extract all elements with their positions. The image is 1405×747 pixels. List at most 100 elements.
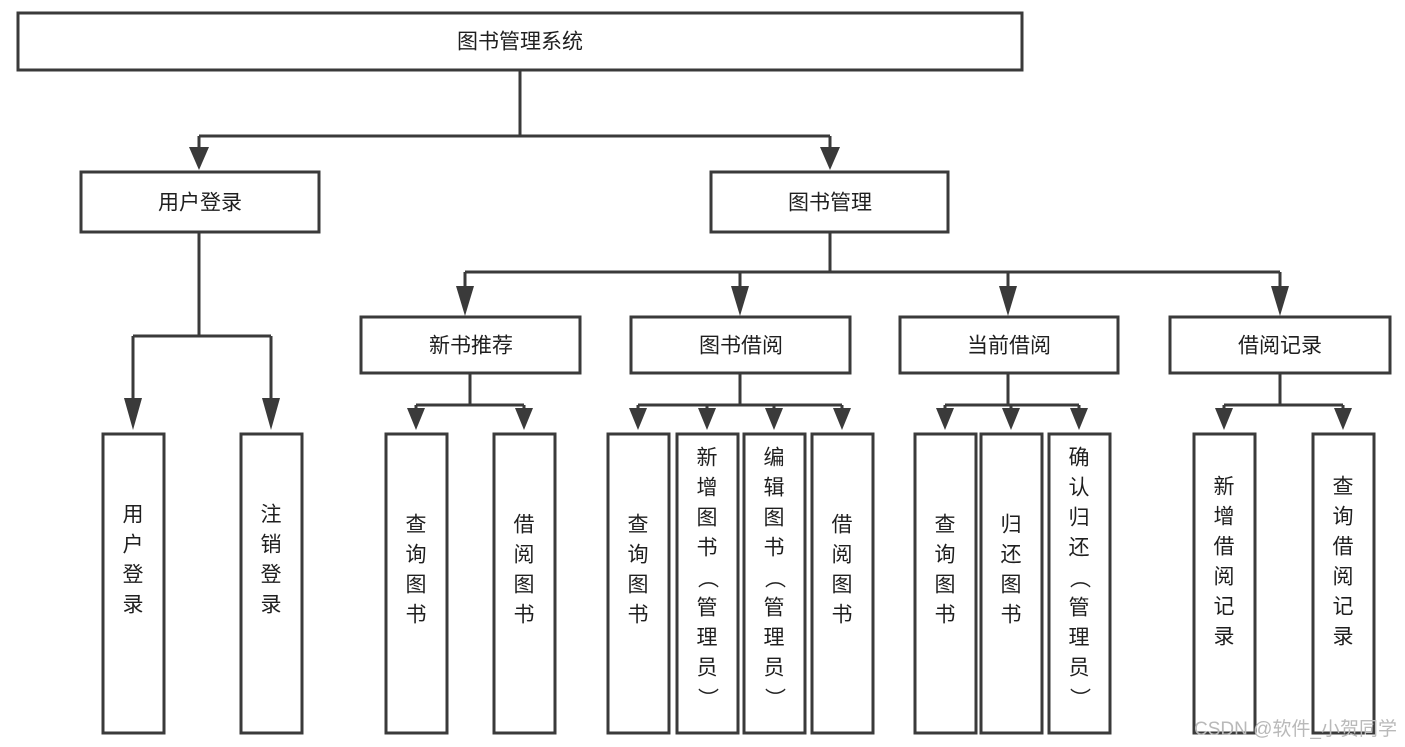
vertical-label-char: 图 [935,574,956,597]
arrow-to-leaf-return-book [1002,408,1020,430]
vertical-label-char: 询 [406,544,427,567]
vertical-label-char: 理 [1069,627,1090,650]
vertical-label-char: ） [763,688,786,709]
vertical-label-char: 管 [697,597,718,620]
vertical-label-char: 录 [1214,626,1235,649]
node-borrow-record-box[interactable] [1168,315,1392,375]
node-borrow-record-label: 借阅记录 [1238,335,1322,358]
arrow-to-leaf-logout [262,398,280,430]
node-root-label: 图书管理系统 [457,31,583,54]
connector-group-user-login [124,232,280,430]
arrow-root-to-user-login [189,147,209,170]
node-leaf-query-book-3-box[interactable] [913,432,978,735]
node-current-borrow[interactable]: 当前借阅 [898,315,1120,375]
vertical-label-char: 阅 [832,544,853,567]
vertical-label-char: 增 [1214,506,1235,529]
node-leaf-confirm-return-box[interactable] [1047,432,1112,735]
node-leaf-query-record-box[interactable] [1311,432,1376,735]
node-leaf-user-login-box[interactable] [101,432,166,735]
node-leaf-borrow-book-2-box[interactable] [810,432,875,735]
arrow-to-borrow-record [1271,286,1289,316]
vertical-label-char: 阅 [1214,566,1235,589]
vertical-label-char: 借 [514,514,535,537]
arrow-to-book-borrow [731,286,749,316]
vertical-label-char: 询 [1333,506,1354,529]
connector-group-current-borrow [936,373,1088,430]
node-leaf-borrow-book-1-box[interactable] [492,432,557,735]
arrow-to-new-book-recommend [456,286,474,316]
vertical-label-char: 认 [1069,477,1090,500]
vertical-label-char: 图 [697,507,718,530]
arrow-to-leaf-confirm-return [1070,408,1088,430]
vertical-label-char: 询 [628,544,649,567]
node-root-box[interactable] [16,11,1024,72]
node-leaf-add-record-box[interactable] [1192,432,1257,735]
node-book-management-box[interactable] [709,170,950,234]
node-user-login[interactable]: 用户登录 [79,170,321,234]
vertical-label-char: 记 [1333,596,1354,619]
node-new-book-recommend-box[interactable] [359,315,582,375]
node-root[interactable]: 图书管理系统 [16,11,1024,72]
arrow-to-current-borrow [999,286,1017,316]
node-book-borrow-label: 图书借阅 [699,335,783,358]
vertical-label-char: 借 [1333,536,1354,559]
vertical-label-char: 书 [935,604,956,627]
node-borrow-record[interactable]: 借阅记录 [1168,315,1392,375]
vertical-label-char: 用 [123,504,144,527]
arrow-to-leaf-query-book-3 [936,408,954,430]
node-book-borrow[interactable]: 图书借阅 [629,315,852,375]
node-leaf-edit-book-box[interactable] [742,432,807,735]
vertical-label-char: 借 [1214,536,1235,559]
vertical-label-char: 录 [1333,626,1354,649]
arrow-to-leaf-user-login [124,398,142,430]
node-new-book-recommend[interactable]: 新书推荐 [359,315,582,375]
vertical-label-char: 还 [1001,544,1022,567]
node-book-borrow-box[interactable] [629,315,852,375]
vertical-label-char: 记 [1214,596,1235,619]
vertical-label-char: 借 [832,514,853,537]
vertical-label-char: 确 [1069,447,1090,470]
arrow-root-to-book-management [820,147,840,170]
vertical-label-char: 录 [123,594,144,617]
node-leaf-user-login[interactable]: 用户登录 [101,432,166,735]
vertical-label-char: 新 [1214,476,1235,499]
arrow-to-leaf-add-record [1215,408,1233,430]
arrow-to-leaf-query-record [1334,408,1352,430]
connector-group-borrow-record [1215,373,1352,430]
node-leaf-add-book-box[interactable] [675,432,740,735]
vertical-label-char: ） [696,688,719,709]
vertical-label-char: 书 [406,604,427,627]
vertical-label-char: 销 [261,534,282,557]
vertical-label-char: 图 [1001,574,1022,597]
vertical-label-char: 员 [764,657,785,680]
node-leaf-return-book-box[interactable] [979,432,1044,735]
vertical-label-char: 图 [832,574,853,597]
arrow-to-leaf-add-book [698,408,716,430]
node-user-login-label: 用户登录 [158,192,242,215]
node-leaf-query-book-2-box[interactable] [606,432,671,735]
node-leaf-user-login-label: 用户登录 [123,504,144,617]
node-leaf-logout-box[interactable] [239,432,304,735]
node-leaf-query-book-1-box[interactable] [384,432,449,735]
node-book-management[interactable]: 图书管理 [709,170,950,234]
arrow-to-leaf-borrow-book-2 [833,408,851,430]
node-current-borrow-box[interactable] [898,315,1120,375]
node-user-login-box[interactable] [79,170,321,234]
